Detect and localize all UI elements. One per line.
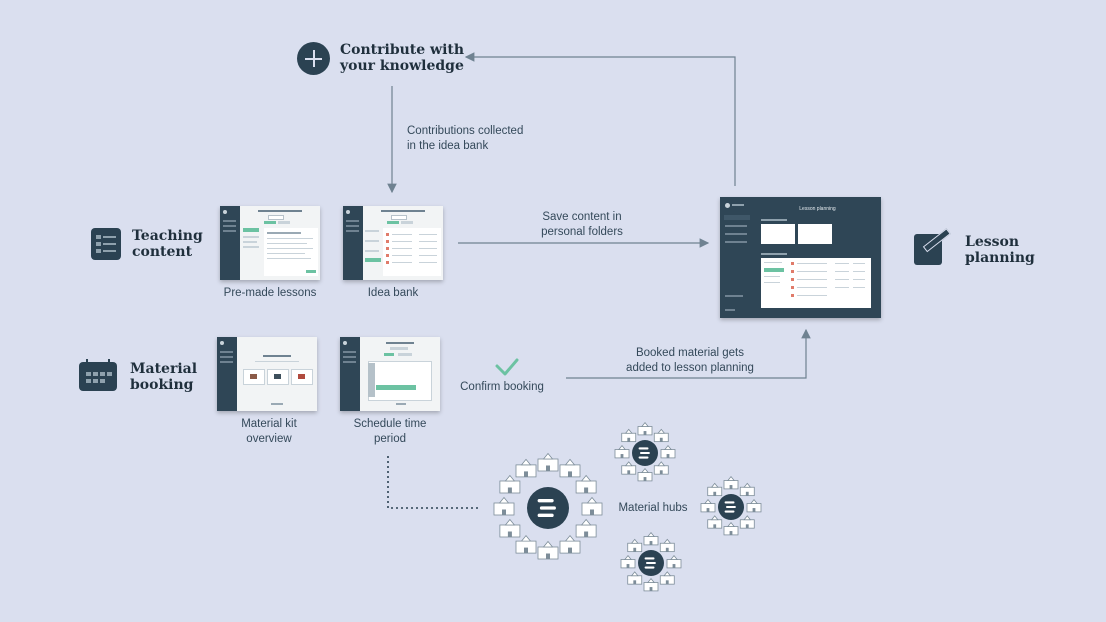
school-icon: [493, 496, 515, 516]
school-icon: [666, 555, 682, 569]
school-icon: [659, 538, 675, 553]
school-icon: [707, 482, 723, 497]
booked-material-label: Booked material gets added to lesson pla…: [626, 347, 754, 374]
school-icon: [707, 515, 723, 529]
material-kit-screenshot: [217, 337, 317, 411]
school-icon: [637, 468, 653, 482]
material-hub-3: [700, 476, 762, 536]
lesson-planning-screen-title: Lesson planning: [799, 206, 836, 212]
school-icon: [746, 499, 762, 513]
school-icon: [559, 534, 581, 554]
material-hub-4: [620, 532, 682, 592]
school-icon: [515, 534, 537, 554]
school-icon: [739, 515, 755, 529]
material-kit-caption: Material kit overview: [241, 418, 297, 445]
confirm-booking-label: Confirm booking: [460, 381, 544, 393]
idea-bank-screenshot: [343, 206, 443, 280]
lesson-planning-screenshot: Lesson planning: [720, 197, 881, 318]
calendar-icon: [79, 359, 117, 391]
school-icon: [621, 461, 637, 475]
save-content-label: Save content in personal folders: [541, 211, 623, 238]
schedule-screenshot: [340, 337, 440, 411]
arrow-booked-material: [566, 328, 811, 379]
teaching-content-title: Teaching content: [132, 228, 203, 260]
school-icon: [660, 445, 676, 459]
school-icon: [575, 518, 597, 538]
schedule-caption: Schedule time period: [353, 418, 427, 445]
school-icon: [515, 458, 537, 478]
dotted-link-to-hubs: [387, 456, 478, 509]
school-icon: [620, 555, 636, 569]
contributions-label: Contributions collected in the idea bank: [407, 125, 524, 152]
school-icon: [700, 499, 716, 513]
school-icon: [637, 422, 653, 436]
material-booking-title: Material booking: [130, 361, 198, 393]
school-icon: [627, 571, 643, 585]
plus-icon: [297, 42, 330, 75]
premade-lessons-caption: Pre-made lessons: [223, 287, 317, 299]
idea-bank-caption: Idea bank: [367, 287, 419, 299]
list-icon: [91, 228, 121, 260]
school-icon: [581, 496, 603, 516]
school-icon: [614, 445, 630, 459]
pencil-icon: [914, 228, 951, 265]
school-icon: [537, 452, 559, 472]
school-icon: [653, 428, 669, 443]
school-icon: [723, 522, 739, 536]
school-icon: [537, 540, 559, 560]
check-icon: [495, 358, 519, 376]
school-icon: [739, 482, 755, 497]
school-icon: [643, 532, 659, 546]
lesson-planning-title: Lesson planning: [965, 234, 1035, 266]
school-icon: [653, 461, 669, 475]
material-hub-2: [614, 422, 676, 482]
school-icon: [723, 476, 739, 490]
school-icon: [659, 571, 675, 585]
school-icon: [499, 518, 521, 538]
school-icon: [559, 458, 581, 478]
contribute-title: Contribute with your knowledge: [340, 42, 465, 74]
school-icon: [627, 538, 643, 553]
school-icon: [575, 474, 597, 494]
school-icon: [499, 474, 521, 494]
arrow-lesson-to-contribute: [464, 52, 736, 186]
premade-lessons-screenshot: [220, 206, 320, 280]
material-hub-1: [493, 452, 603, 560]
material-hubs-label: Material hubs: [618, 502, 688, 514]
school-icon: [643, 578, 659, 592]
school-icon: [621, 428, 637, 443]
